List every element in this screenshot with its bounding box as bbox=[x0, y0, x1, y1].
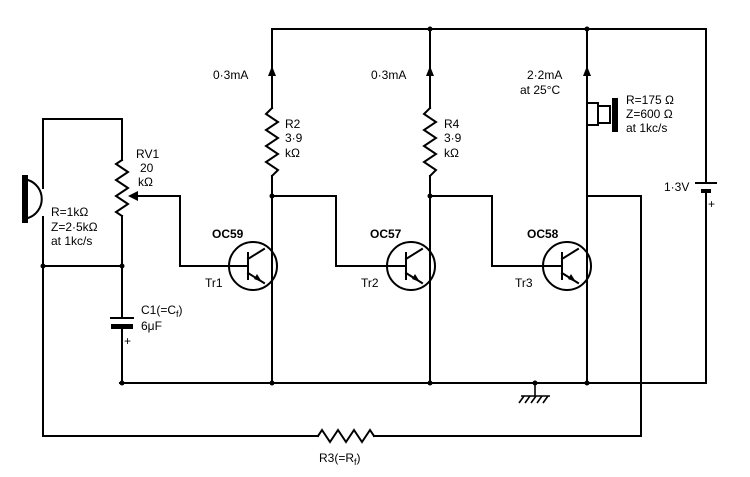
current-label-tr3-temp: at 25°C bbox=[520, 83, 560, 97]
current-label-tr2: 0·3mA bbox=[371, 68, 406, 82]
rv1-resistor bbox=[114, 158, 130, 218]
r2-value: 3·9 bbox=[285, 131, 303, 145]
microphone-icon bbox=[22, 175, 43, 223]
tr1-transistor-icon bbox=[228, 241, 278, 291]
current-arrow-tr2 bbox=[426, 66, 434, 76]
r3-name: R3(=Rf) bbox=[319, 451, 361, 467]
mic-impedance: Z=2·5kΩ bbox=[51, 220, 98, 234]
r2-unit: kΩ bbox=[285, 146, 300, 160]
c1-name: C1(=Cf) bbox=[141, 303, 183, 319]
r4-name: R4 bbox=[444, 117, 460, 131]
tr1-type: OC59 bbox=[212, 227, 244, 241]
tr1-name: Tr1 bbox=[205, 276, 223, 290]
ground-symbol bbox=[518, 383, 550, 404]
coupling-tr1-tr2 bbox=[271, 195, 393, 267]
junction-dot bbox=[427, 26, 433, 32]
current-label-tr3-value: 2·2mA bbox=[527, 68, 562, 82]
rv1-value: 20 bbox=[140, 161, 154, 175]
rv1-name: RV1 bbox=[136, 147, 159, 161]
r4-resistor bbox=[422, 106, 438, 178]
current-arrow-tr1 bbox=[268, 66, 276, 76]
current-label-tr1: 0·3mA bbox=[213, 68, 248, 82]
junction-dot bbox=[269, 380, 275, 386]
battery-icon bbox=[695, 182, 717, 193]
r2-resistor bbox=[264, 106, 280, 178]
speaker-impedance: Z=600 Ω bbox=[626, 107, 673, 121]
c1-capacitor bbox=[110, 317, 134, 329]
mic-resistance: R=1kΩ bbox=[51, 205, 88, 219]
junction-dot bbox=[532, 380, 538, 386]
tr2-name: Tr2 bbox=[361, 276, 379, 290]
current-arrow-tr3 bbox=[583, 66, 591, 76]
c1-plus-sign: + bbox=[124, 334, 131, 348]
speaker-frequency: at 1kc/s bbox=[626, 121, 667, 135]
mic-frequency: at 1kc/s bbox=[51, 234, 92, 248]
c1-value: 6μF bbox=[141, 319, 162, 333]
rv1-wiper-arrow bbox=[128, 191, 138, 201]
tr3-name: Tr3 bbox=[515, 276, 533, 290]
tr3-type: OC58 bbox=[527, 227, 559, 241]
tr2-transistor-icon bbox=[386, 241, 436, 291]
r2-name: R2 bbox=[285, 117, 301, 131]
junction-dot bbox=[584, 380, 590, 386]
r4-value: 3·9 bbox=[444, 131, 462, 145]
tr3-emitter-wire bbox=[586, 195, 642, 437]
tr2-type: OC57 bbox=[370, 227, 402, 241]
speaker-resistance: R=175 Ω bbox=[626, 93, 674, 107]
junction-dot bbox=[40, 263, 46, 269]
r4-unit: kΩ bbox=[444, 146, 459, 160]
tr3-transistor-icon bbox=[542, 241, 592, 291]
r3-resistor bbox=[316, 428, 376, 444]
coupling-tr2-tr3 bbox=[429, 195, 549, 267]
junction-dot bbox=[119, 380, 125, 386]
speaker-icon bbox=[597, 98, 618, 132]
battery-voltage: 1·3V bbox=[664, 180, 689, 194]
rv1-unit: kΩ bbox=[138, 175, 153, 189]
battery-plus-sign: + bbox=[708, 197, 715, 211]
junction-dot bbox=[427, 380, 433, 386]
junction-dot bbox=[584, 26, 590, 32]
rv1-wiper-wire bbox=[179, 195, 235, 267]
speaker-lead bbox=[586, 102, 599, 126]
